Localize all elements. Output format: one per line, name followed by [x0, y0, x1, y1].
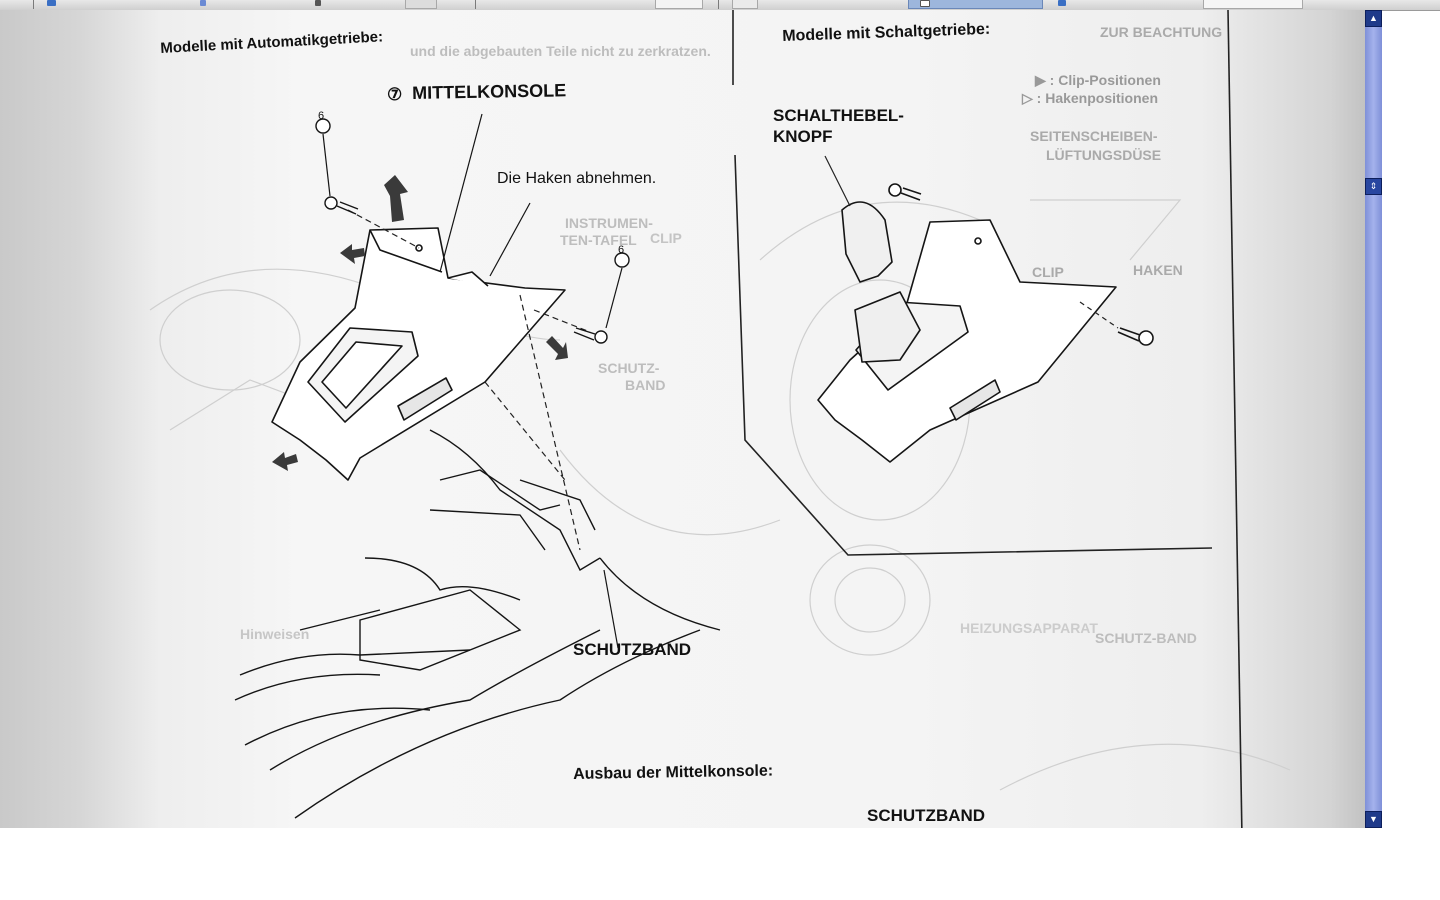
bleed-text: SEITENSCHEIBEN-: [1030, 128, 1158, 144]
toolbar-separator: [475, 0, 476, 9]
toolbar-doc-icon: [920, 0, 930, 7]
section-frame: [732, 10, 1243, 828]
screws-left: [315, 118, 630, 344]
protective-tape-label: SCHUTZBAND: [573, 640, 692, 659]
bleed-text: INSTRUMEN-: [565, 215, 653, 231]
center-console-manual: [817, 183, 1154, 463]
toolbar-print-icon[interactable]: [1058, 0, 1066, 6]
bleed-text: SCHUTZ-: [598, 360, 660, 376]
leader-lines-left: [322, 113, 623, 649]
toolbar-page-field[interactable]: [405, 0, 437, 9]
toolbar-zoom-field[interactable]: [655, 0, 703, 9]
shift-knob-label-line1: SCHALTHEBEL-: [773, 106, 904, 125]
bleedthrough-drawing: [149, 199, 1291, 791]
toolbar-page-icon[interactable]: [47, 0, 56, 6]
bottom-tape-label: SCHUTZBAND: [867, 806, 986, 825]
hooks-label: Die Haken abnehmen.: [497, 170, 657, 187]
bleed-text: und die abgebauten Teile nicht zu zerkra…: [410, 43, 711, 59]
bleed-text: BAND: [625, 377, 666, 393]
console-label-number: ⑦: [387, 85, 403, 104]
toolbar-tool-icon[interactable]: [315, 0, 321, 6]
bleed-text: HEIZUNGSAPPARAT: [960, 620, 1098, 636]
toolbar-search-field[interactable]: [1203, 0, 1303, 9]
screw-number-right: 6: [618, 244, 625, 256]
bleed-text: LÜFTUNGSDÜSE: [1046, 147, 1162, 163]
figure-caption: Ausbau der Mittelkonsole:: [573, 762, 774, 783]
scroll-down-icon[interactable]: ▼: [1365, 811, 1382, 828]
console-label: MITTELKONSOLE: [412, 80, 567, 103]
bleed-text: ▶ : Clip-Positionen: [1035, 72, 1161, 88]
assembly-lines: [347, 209, 591, 551]
toolbar-zoom-icon[interactable]: [200, 0, 206, 6]
toolbar-separator: [718, 0, 719, 9]
bleed-text: CLIP: [1032, 264, 1064, 280]
bleed-text: ZUR BEACHTUNG: [1100, 24, 1223, 40]
vertical-scrollbar[interactable]: ▲ ⇕ ▼: [1365, 10, 1382, 828]
bleed-text: SCHUTZ-BAND: [1095, 630, 1197, 646]
scanned-manual-page: und die abgebauten Teile nicht zu zerkra…: [0, 10, 1365, 828]
screw-number-left: 6: [318, 110, 325, 122]
toolbar-fit-button[interactable]: [732, 0, 758, 9]
bleed-text: TEN-TAFEL: [560, 232, 637, 248]
technical-drawing: [149, 10, 1291, 828]
floor-tunnel: [234, 429, 721, 819]
bleed-text: HAKEN: [1133, 262, 1183, 278]
shift-knob-label-line2: KNOPF: [773, 127, 833, 146]
scroll-up-icon[interactable]: ▲: [1365, 10, 1382, 27]
bleed-text: ▷ : Hakenpositionen: [1022, 90, 1159, 106]
scroll-thumb[interactable]: ⇕: [1365, 178, 1382, 195]
center-console-automatic: [271, 227, 566, 481]
direction-arrows: [272, 175, 568, 471]
toolbar-active-button[interactable]: [908, 0, 1043, 9]
bleed-text: CLIP: [650, 230, 682, 246]
bleed-text: Hinweisen: [240, 626, 310, 642]
leader-lines-right: [824, 155, 1119, 329]
toolbar-separator: [33, 0, 34, 9]
